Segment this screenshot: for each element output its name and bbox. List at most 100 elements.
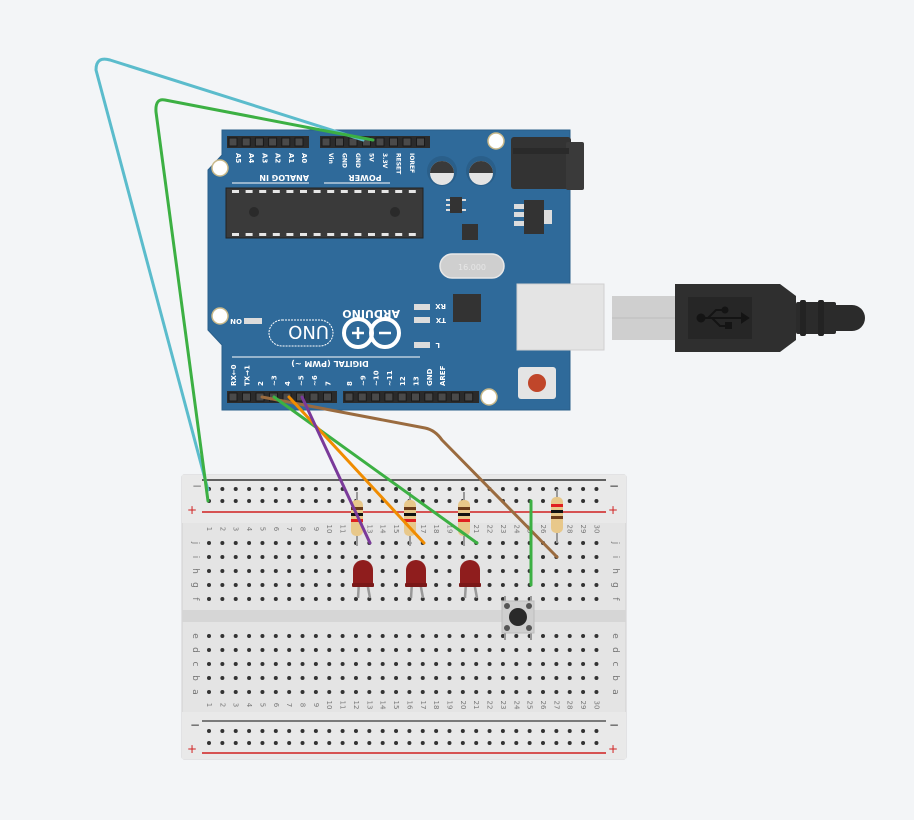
terminal-hole[interactable] — [420, 662, 425, 666]
terminal-hole[interactable] — [567, 597, 572, 601]
terminal-hole[interactable] — [514, 569, 519, 573]
terminal-hole[interactable] — [554, 676, 559, 680]
rail-hole[interactable] — [474, 729, 479, 733]
rail-hole[interactable] — [340, 499, 345, 503]
terminal-hole[interactable] — [541, 690, 545, 694]
rail-hole[interactable] — [273, 487, 278, 491]
rail-hole[interactable] — [313, 487, 318, 491]
terminal-hole[interactable] — [527, 676, 532, 680]
terminal-hole[interactable] — [300, 541, 305, 545]
terminal-hole[interactable] — [353, 634, 358, 638]
terminal-hole[interactable] — [340, 583, 345, 587]
terminal-hole[interactable] — [287, 648, 292, 652]
rail-hole[interactable] — [420, 487, 425, 491]
header-pin[interactable] — [241, 137, 251, 147]
terminal-hole[interactable] — [500, 662, 505, 666]
terminal-hole[interactable] — [594, 569, 599, 573]
header-pin[interactable] — [242, 392, 251, 402]
terminal-hole[interactable] — [380, 676, 385, 680]
rail-hole[interactable] — [394, 499, 399, 503]
rail-hole[interactable] — [353, 487, 358, 491]
terminal-hole[interactable] — [474, 555, 479, 559]
terminal-hole[interactable] — [340, 634, 345, 638]
terminal-hole[interactable] — [434, 541, 439, 545]
terminal-hole[interactable] — [420, 555, 425, 559]
rail-hole[interactable] — [300, 487, 305, 491]
terminal-hole[interactable] — [460, 634, 465, 638]
terminal-hole[interactable] — [581, 648, 586, 652]
terminal-hole[interactable] — [554, 583, 559, 587]
terminal-hole[interactable] — [327, 676, 332, 680]
terminal-hole[interactable] — [300, 676, 305, 680]
terminal-hole[interactable] — [340, 597, 345, 601]
rail-hole[interactable] — [434, 487, 439, 491]
header-pin[interactable] — [357, 392, 367, 402]
terminal-hole[interactable] — [340, 555, 345, 559]
terminal-hole[interactable] — [300, 583, 305, 587]
terminal-hole[interactable] — [247, 648, 252, 652]
rail-hole[interactable] — [407, 729, 412, 733]
terminal-hole[interactable] — [447, 597, 452, 601]
terminal-hole[interactable] — [367, 676, 372, 680]
terminal-hole[interactable] — [380, 597, 385, 601]
terminal-hole[interactable] — [394, 555, 399, 559]
terminal-hole[interactable] — [247, 690, 252, 694]
terminal-hole[interactable] — [554, 662, 559, 666]
terminal-hole[interactable] — [394, 648, 399, 652]
header-pin[interactable] — [281, 137, 291, 147]
terminal-hole[interactable] — [594, 676, 599, 680]
terminal-hole[interactable] — [447, 583, 452, 587]
header-pin[interactable] — [375, 137, 385, 147]
header-pin[interactable] — [384, 392, 394, 402]
terminal-hole[interactable] — [474, 648, 479, 652]
terminal-hole[interactable] — [434, 676, 439, 680]
terminal-hole[interactable] — [474, 676, 479, 680]
rail-hole[interactable] — [581, 741, 586, 745]
terminal-hole[interactable] — [514, 597, 519, 601]
terminal-hole[interactable] — [340, 676, 345, 680]
rail-hole[interactable] — [514, 741, 519, 745]
terminal-hole[interactable] — [340, 690, 345, 694]
terminal-hole[interactable] — [380, 569, 385, 573]
terminal-hole[interactable] — [514, 555, 519, 559]
terminal-hole[interactable] — [327, 690, 332, 694]
header-pin[interactable] — [254, 137, 264, 147]
terminal-hole[interactable] — [273, 648, 278, 652]
terminal-hole[interactable] — [300, 662, 305, 666]
terminal-hole[interactable] — [541, 583, 545, 587]
terminal-hole[interactable] — [487, 583, 492, 587]
terminal-hole[interactable] — [273, 676, 278, 680]
terminal-hole[interactable] — [500, 690, 505, 694]
rail-hole[interactable] — [460, 741, 465, 745]
terminal-hole[interactable] — [233, 541, 238, 545]
header-pin[interactable] — [294, 137, 304, 147]
rail-hole[interactable] — [581, 729, 586, 733]
terminal-hole[interactable] — [541, 648, 545, 652]
rail-hole[interactable] — [500, 487, 505, 491]
terminal-hole[interactable] — [581, 597, 586, 601]
terminal-hole[interactable] — [487, 676, 492, 680]
rail-hole[interactable] — [300, 741, 305, 745]
terminal-hole[interactable] — [287, 676, 292, 680]
rail-hole[interactable] — [273, 729, 278, 733]
terminal-hole[interactable] — [394, 662, 399, 666]
rail-hole[interactable] — [474, 487, 479, 491]
terminal-hole[interactable] — [514, 690, 519, 694]
terminal-hole[interactable] — [581, 569, 586, 573]
terminal-hole[interactable] — [313, 662, 318, 666]
header-pin[interactable] — [424, 392, 434, 402]
terminal-hole[interactable] — [541, 569, 545, 573]
rail-hole[interactable] — [247, 499, 252, 503]
wire-5v[interactable] — [154, 98, 375, 503]
rail-hole[interactable] — [260, 487, 265, 491]
terminal-hole[interactable] — [394, 583, 399, 587]
terminal-hole[interactable] — [594, 690, 599, 694]
rail-hole[interactable] — [487, 729, 492, 733]
terminal-hole[interactable] — [447, 555, 452, 559]
terminal-hole[interactable] — [313, 690, 318, 694]
terminal-hole[interactable] — [420, 648, 425, 652]
resistor-4[interactable] — [551, 489, 563, 543]
rail-hole[interactable] — [541, 499, 545, 503]
terminal-hole[interactable] — [273, 634, 278, 638]
